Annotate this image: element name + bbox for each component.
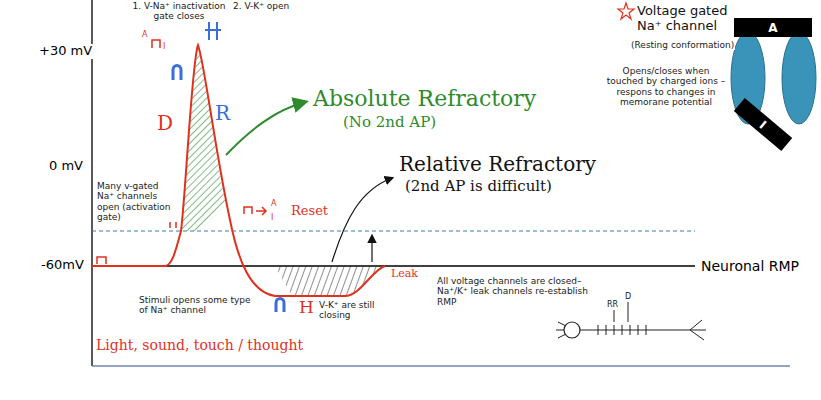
axis-label: +30 mV [38,44,93,59]
callout-letter: RR [606,300,619,309]
handwritten-note: Absolute Refractory [312,86,537,111]
annotation: V-K⁺ are still closing [318,300,378,321]
step-note: 2. V-K⁺ open [232,1,304,11]
phase-letter: R [214,102,231,125]
annotation: Many v-gated Na⁺ channels open (activati… [96,181,178,222]
handwritten-note: Relative Refractory [398,153,597,176]
annotation: (Resting conformation) [630,40,735,50]
gate-letter: A [141,30,148,39]
handwritten-note: Light, sound, touch / thought [95,337,304,353]
gate-box: I [734,98,792,151]
gate-letter: I [757,118,769,132]
callout-letter: D [624,292,632,301]
axis-label: 0 mV [48,159,84,174]
annotation: All voltage channels are closed– Na⁺/K⁺ … [436,276,606,307]
annotation: Opens/closes when touched by charged ion… [604,66,728,107]
gate-letter: I [270,213,274,222]
axis-label: Neuronal RMP [700,258,800,274]
handwritten-note: Leak [390,268,419,281]
phase-letter: H [298,298,315,318]
handwritten-note: (2nd AP is difficult) [404,178,553,195]
gate-box: A [734,18,812,37]
gate-letter: I [162,42,166,51]
handwritten-note: Reset [290,204,329,219]
gate-letter: A [270,199,277,208]
gate-letter: A [768,21,777,35]
annotation: Stimuli opens some type of Na⁺ channel [138,295,252,316]
handwritten-note: (No 2nd AP) [342,114,437,131]
phase-letter: D [156,112,174,135]
step-note: 1. V-Na⁺ inactivation gate closes [126,1,232,22]
figure-title: Voltage gated Na⁺ channel [636,4,742,34]
axis-label: -60mV [40,258,85,273]
